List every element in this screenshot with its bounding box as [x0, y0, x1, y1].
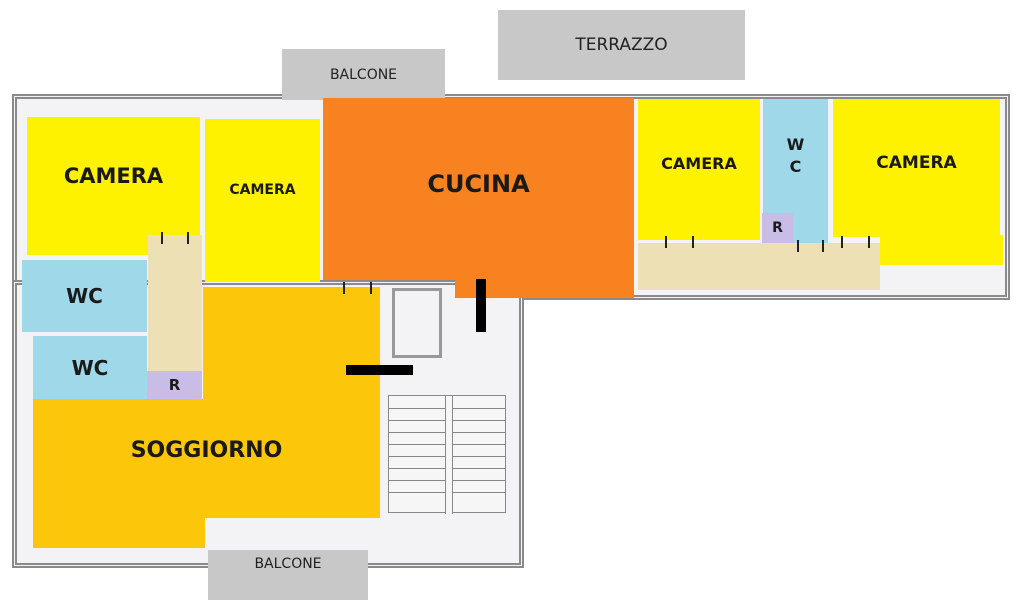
door-tick: [797, 240, 799, 252]
room-label: CAMERA: [661, 154, 737, 173]
room-camera-2: CAMERA: [205, 119, 320, 282]
terrazzo: TERRAZZO: [498, 10, 745, 80]
door-tick: [187, 232, 189, 244]
room-label: R: [168, 376, 181, 394]
room-camera-1: CAMERA: [27, 117, 200, 255]
room-label: CAMERA: [876, 153, 957, 173]
room-camera-4: CAMERA: [833, 99, 1000, 237]
room-label: W C: [786, 135, 805, 176]
door-tick: [343, 282, 345, 294]
room-label: SOGGIORNO: [130, 438, 283, 463]
corridor-right: [638, 243, 880, 290]
room-label: CAMERA: [229, 181, 296, 198]
terrazzo-label: TERRAZZO: [575, 35, 668, 55]
corridor-left: [148, 235, 202, 371]
room-label: WC: [66, 284, 103, 308]
door-tick: [370, 282, 372, 294]
balcone-top-label: BALCONE: [329, 66, 398, 83]
elevator-shaft: [392, 288, 442, 358]
room-cucina: CUCINA: [323, 98, 634, 280]
stairwell: [388, 395, 506, 514]
door-marker-horizontal: [346, 365, 413, 375]
room-camera-4-ext: [880, 235, 1003, 265]
room-ripostiglio-right: R: [762, 213, 793, 243]
room-wc-1: WC: [22, 260, 147, 332]
soggiorno-notch: [205, 518, 380, 550]
room-label: R: [772, 220, 783, 236]
balcone-bottom-label: BALCONE: [254, 555, 322, 572]
door-tick: [665, 236, 667, 248]
door-tick: [841, 236, 843, 248]
door-tick: [868, 236, 870, 248]
room-label: CUCINA: [427, 170, 530, 198]
room-camera-3: CAMERA: [638, 99, 760, 240]
balcone-top: BALCONE: [282, 49, 445, 100]
room-wc-2: WC: [33, 336, 147, 400]
door-tick: [161, 232, 163, 244]
door-marker-vertical: [476, 279, 486, 332]
door-tick: [692, 236, 694, 248]
room-label: CAMERA: [63, 164, 164, 188]
door-tick: [822, 240, 824, 252]
room-label: WC: [71, 356, 109, 380]
room-ripostiglio-left: R: [147, 371, 202, 399]
